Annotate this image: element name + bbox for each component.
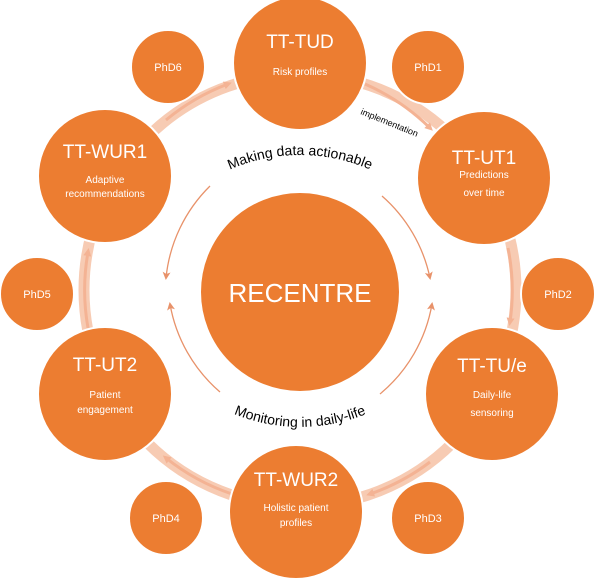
svg-text:Risk profiles: Risk profiles (273, 67, 327, 78)
svg-text:Holistic patient: Holistic patient (263, 503, 328, 514)
phd-4: PhD4 (128, 480, 204, 556)
svg-text:TT-TU/e: TT-TU/e (457, 356, 527, 377)
svg-text:profiles: profiles (280, 518, 312, 529)
svg-text:PhD2: PhD2 (544, 289, 572, 301)
inner-arrow-top-right (381, 195, 433, 280)
svg-text:Adaptive: Adaptive (86, 175, 125, 186)
node-tt-tud: TT-TUD Risk profiles (232, 0, 368, 131)
center-node: RECENTRE (199, 191, 401, 393)
ring-arrow-ut2-wur1 (83, 248, 92, 329)
inner-arrows (162, 185, 435, 395)
svg-text:TT-UT2: TT-UT2 (73, 355, 137, 376)
node-tt-wur2: TT-WUR2 Holistic patient profiles (228, 444, 364, 580)
ring-arrow-tue-wur2 (366, 460, 431, 497)
inner-arrow-bottom-right (379, 302, 435, 395)
ring-arrow-ut1-tue (506, 247, 515, 326)
svg-text:PhD3: PhD3 (414, 513, 442, 525)
svg-text:Patient: Patient (89, 390, 120, 401)
node-tt-ut1: TT-UT1 Predictions over time (416, 110, 552, 246)
phd-5: PhD5 (0, 256, 75, 332)
inner-arrow-top-left (162, 185, 211, 280)
svg-text:sensoring: sensoring (470, 408, 513, 419)
ring-arrows (83, 81, 515, 497)
inner-arrow-bottom-left (167, 302, 221, 393)
phd-6: PhD6 (130, 29, 206, 105)
svg-text:recommendations: recommendations (65, 189, 144, 200)
svg-text:TT-UT1: TT-UT1 (452, 148, 516, 169)
svg-text:Daily-life: Daily-life (473, 390, 512, 401)
svg-text:PhD1: PhD1 (414, 62, 442, 74)
caption-bottom: Monitoring in daily-life (233, 402, 368, 430)
ring-arrow-tud-ut1 (364, 82, 433, 131)
node-tt-tue: TT-TU/e Daily-life sensoring (424, 326, 560, 462)
node-tt-ut2: TT-UT2 Patient engagement (37, 326, 173, 462)
svg-text:TT-WUR1: TT-WUR1 (63, 142, 147, 163)
svg-text:TT-TUD: TT-TUD (266, 32, 334, 53)
phd-circles: PhD1 PhD2 PhD3 PhD4 PhD5 PhD6 (0, 29, 596, 556)
svg-text:PhD5: PhD5 (23, 289, 51, 301)
phd-1: PhD1 (390, 29, 466, 105)
ring-arrow-wur2-ut2 (162, 455, 233, 496)
svg-text:over time: over time (463, 188, 505, 199)
svg-text:PhD4: PhD4 (152, 513, 180, 525)
node-tt-wur1: TT-WUR1 Adaptive recommendations (37, 108, 173, 244)
center-label: RECENTRE (228, 278, 371, 308)
ring-arrow-wur1-tud (165, 81, 232, 122)
caption-top: Making data actionable (225, 142, 375, 173)
phd-2: PhD2 (520, 256, 596, 332)
svg-text:PhD6: PhD6 (154, 62, 182, 74)
phd-3: PhD3 (390, 480, 466, 556)
svg-text:Predictions: Predictions (459, 170, 508, 181)
svg-text:engagement: engagement (77, 405, 133, 416)
svg-text:TT-WUR2: TT-WUR2 (254, 470, 338, 491)
